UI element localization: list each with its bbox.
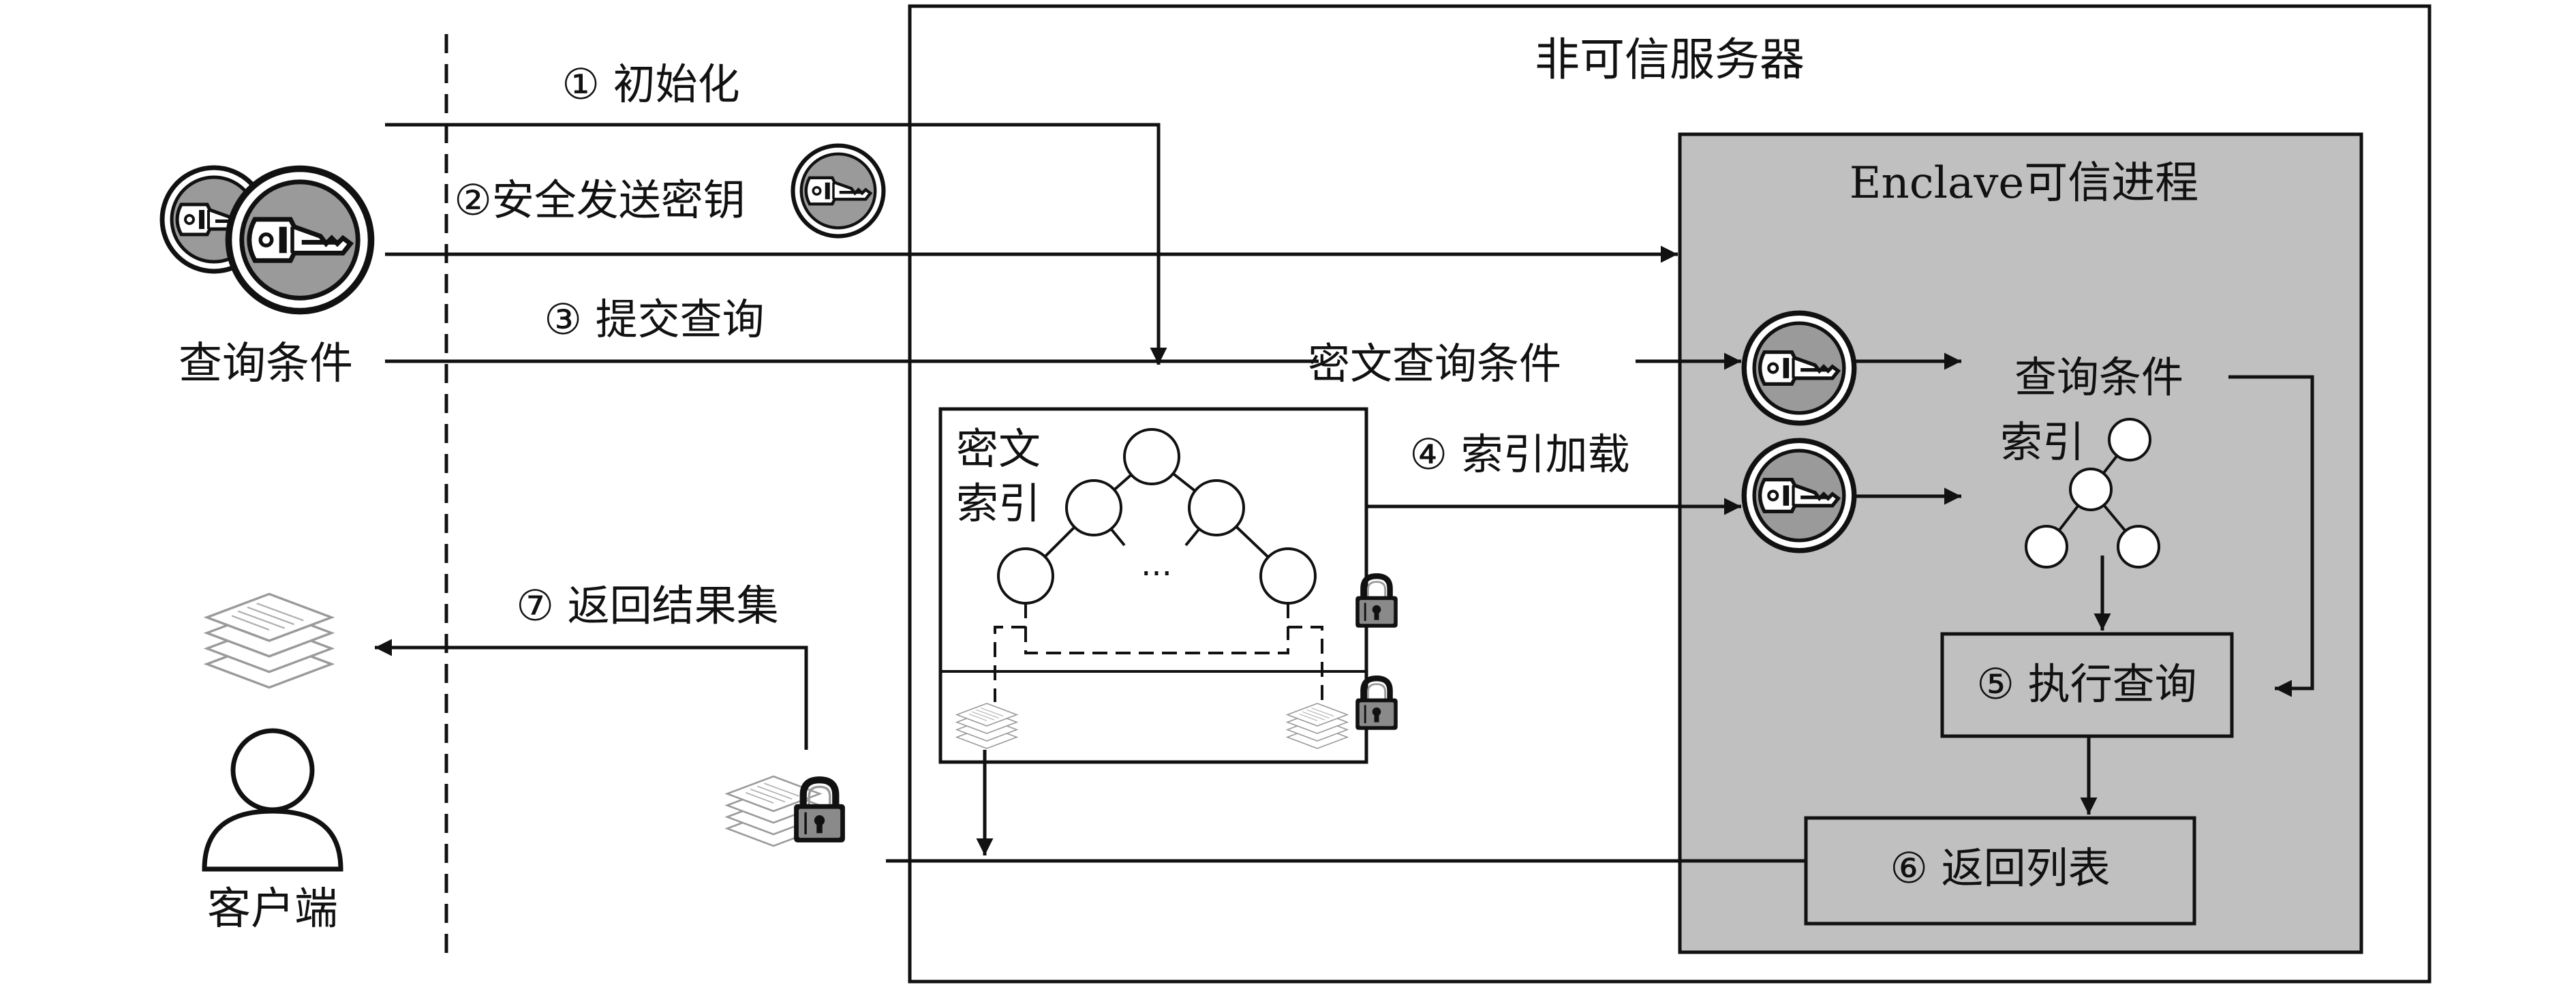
key-coin-icon (1744, 313, 1854, 423)
step4-label: ④ 索引加载 (1409, 429, 1629, 479)
document-stack-icon (205, 592, 333, 689)
encrypted-index-label-line2: 索引 (956, 479, 1041, 528)
encrypted-index-label-line1: 密文 (956, 424, 1041, 474)
step7-label: ⑦ 返回结果集 (516, 581, 778, 631)
tree-ellipsis: ··· (1141, 555, 1172, 593)
leaf-links (994, 603, 1323, 702)
enclave-title: Enclave可信进程 (1850, 158, 2198, 209)
padlock-icon (1355, 576, 1398, 628)
step6-label: ⑥ 返回列表 (1890, 843, 2110, 893)
return-list-box (1804, 816, 2196, 926)
padlock-icon (1355, 678, 1398, 730)
enclave-query-condition-label: 查询条件 (2014, 352, 2183, 402)
key-coin-icon (229, 169, 371, 312)
padlock-icon (794, 780, 845, 842)
untrusted-server-box (908, 4, 2432, 984)
step1-label: ① 初始化 (562, 59, 739, 109)
return-result-arrow (375, 639, 808, 750)
enclave-index-label: 索引 (2000, 417, 2085, 467)
user-icon (202, 728, 343, 872)
client-label: 客户端 (207, 884, 338, 935)
server-title: 非可信服务器 (1535, 33, 1805, 86)
encrypted-query-label: 密文查询条件 (1308, 339, 1561, 389)
condition-to-execute-arrow (2228, 375, 2314, 697)
step3-label: ③ 提交查询 (544, 294, 764, 344)
key-coin-icon (793, 146, 884, 237)
step5-label: ⑤ 执行查询 (1976, 659, 2196, 709)
step2-label: ②安全发送密钥 (454, 175, 746, 225)
enclave-index-tree (2025, 418, 2160, 568)
client-query-condition-label: 查询条件 (179, 339, 353, 389)
key-coin-icon (1744, 440, 1854, 551)
init-arrow (385, 123, 1167, 365)
